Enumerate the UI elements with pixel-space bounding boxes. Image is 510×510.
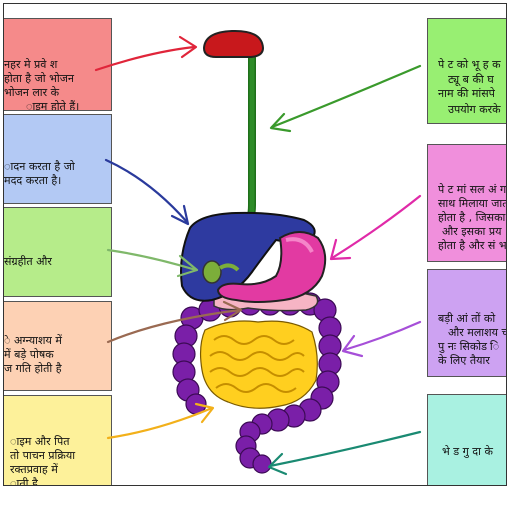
arrow-esophagus [269, 64, 422, 133]
label-text: े अग्न्याशय में [4, 334, 62, 347]
mouth-icon [202, 29, 265, 58]
arrow-rectum [267, 430, 422, 476]
label-text: ाइम होते हैं। [26, 100, 80, 111]
label-text: ादन करता है जो [4, 160, 75, 173]
label-box-large-intestine: बड़ी आं तों को और मलाशय च पु नः सिकोड ि … [427, 269, 507, 377]
label-text: नहर मे प्रवे श [4, 58, 58, 71]
label-box-gallbladder: संग्रहीत और [4, 207, 112, 297]
label-text: तो पाचन प्रक्रिया [10, 449, 76, 462]
label-text: भे ड गु दा के [442, 445, 493, 458]
label-text: के लिए तैयार [438, 354, 490, 367]
arrow-gallbladder [106, 248, 199, 278]
label-box-stomach: पे ट मां सल अं ग साथ मिलाया जात होता है … [427, 144, 507, 262]
arrow-mouth [94, 35, 198, 72]
label-text: बड़ी आं तों को [438, 312, 496, 325]
label-text: पु नः सिकोड ि [438, 340, 500, 353]
arrow-pancreas [106, 300, 243, 344]
label-text: और मलाशय च [448, 326, 507, 339]
label-text: रक्तप्रवाह में [10, 463, 58, 476]
small-intestine-icon [199, 320, 318, 409]
label-text: उपयोग करके [448, 103, 501, 116]
label-text: होता है , जिसका [438, 211, 506, 224]
label-box-esophagus: पे ट को भू ह क ट्यू ब की घ नाम की मांसपे… [427, 18, 506, 124]
label-text: संग्रहीत और [4, 255, 52, 268]
label-box-liver: ादन करता है जो मदद करता है। [4, 114, 112, 204]
label-text: ज गति होती है [4, 362, 62, 375]
label-text: होता है और सं भ [438, 239, 507, 252]
label-text: भोजन लार के [4, 86, 60, 99]
label-box-pancreas: े अग्न्याशय में में बड़े पोषक ज गति होती… [4, 301, 112, 391]
label-text: पे ट मां सल अं ग [438, 183, 507, 196]
label-text: में बड़े पोषक [4, 348, 54, 361]
label-text: नाम की मांसपे [438, 87, 495, 100]
label-text: ाइम और पित [10, 435, 70, 448]
arrow-liver [104, 158, 190, 226]
label-box-rectum: भे ड गु दा के [427, 394, 506, 485]
arrow-small-intestine [106, 402, 215, 440]
label-box-small-intestine: ाइम और पित तो पाचन प्रक्रिया रक्तप्रवाह … [4, 395, 112, 486]
label-text: ट्यू ब की घ [448, 73, 494, 86]
label-box-mouth: नहर मे प्रवे श होता है जो भोजन भोजन लार … [4, 18, 112, 111]
label-text: मदद करता है। [4, 174, 62, 187]
label-text: ाती है [10, 477, 38, 486]
arrow-large-intestine [341, 320, 422, 358]
arrow-stomach [329, 194, 422, 261]
label-text: होता है जो भोजन [4, 72, 74, 85]
label-text: पे ट को भू ह क [438, 58, 501, 71]
label-text: साथ मिलाया जात [438, 197, 507, 210]
gallbladder-icon [202, 260, 222, 284]
stomach-icon [216, 231, 327, 303]
label-text: और इसका प्रय [442, 225, 502, 238]
